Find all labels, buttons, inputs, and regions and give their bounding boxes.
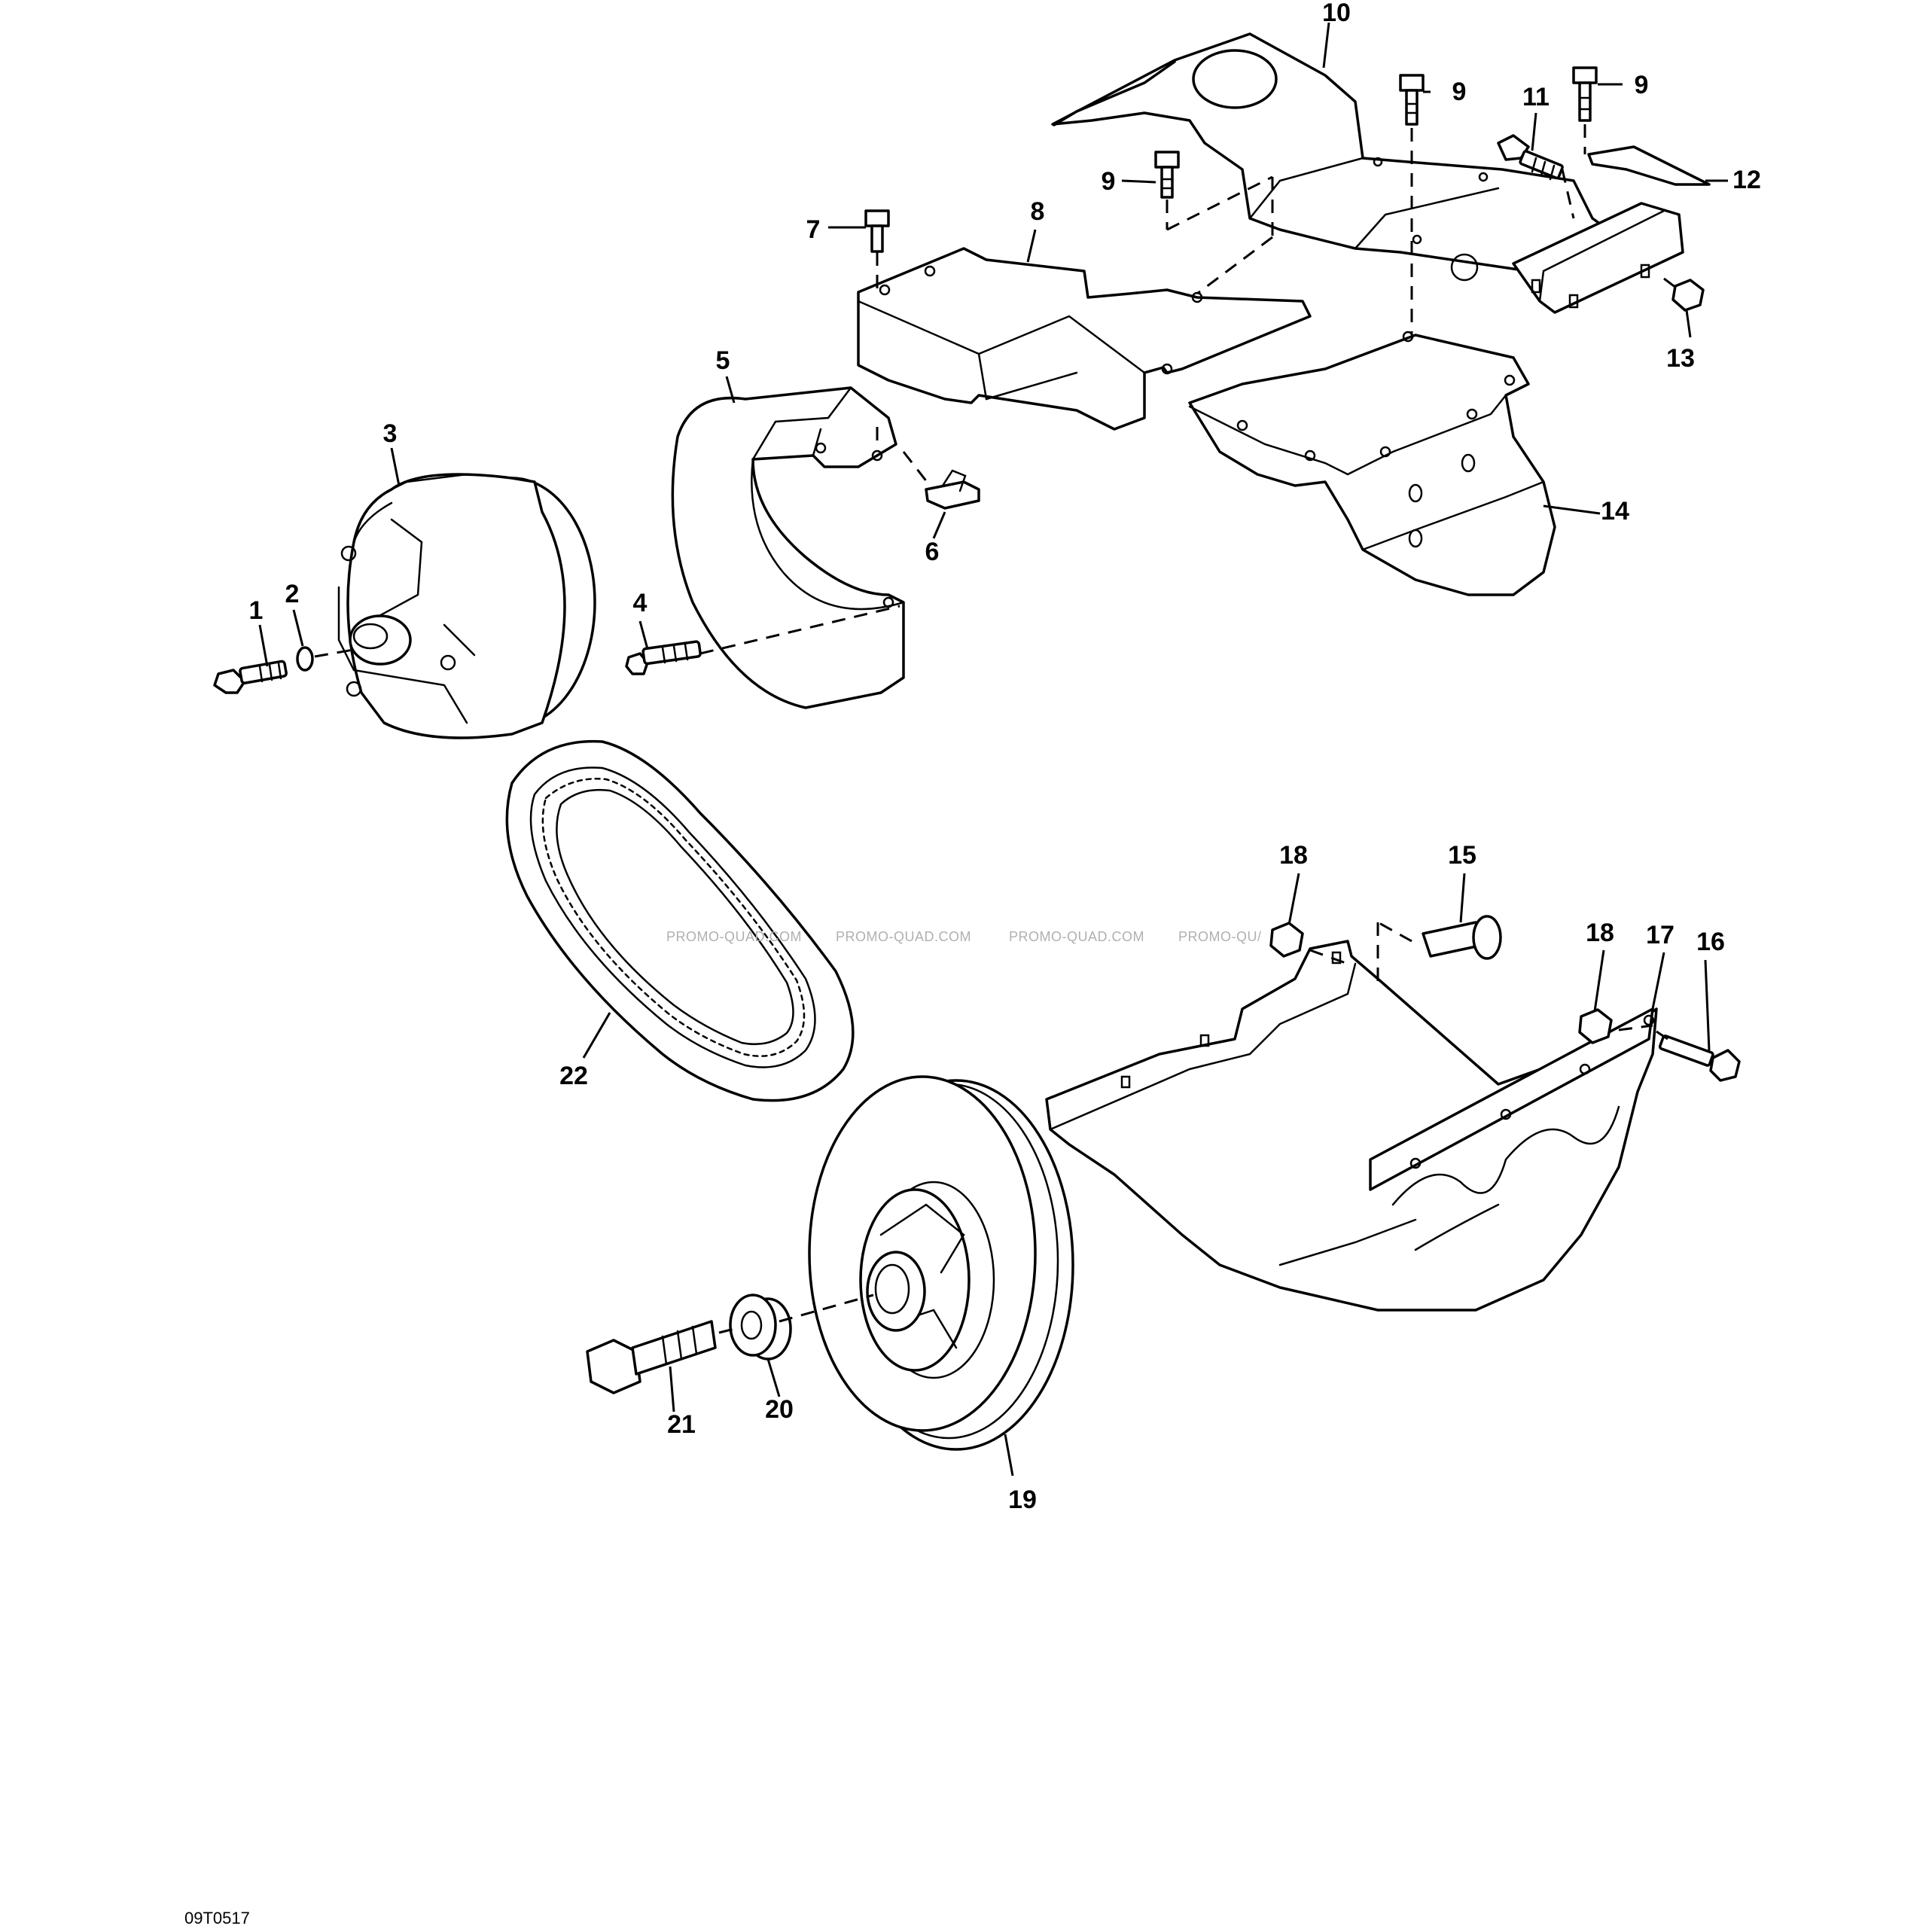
part-12-clip (1587, 145, 1711, 186)
callout-9b: 9 (1452, 78, 1467, 106)
callout-6: 6 (925, 538, 940, 566)
part-14-lower-shield (1188, 331, 1556, 596)
part-9-bolt (1572, 66, 1598, 122)
callout-20: 20 (765, 1395, 794, 1424)
part-18-nut (1578, 1008, 1613, 1044)
callout-9a: 9 (1102, 167, 1116, 196)
part-19-driven-pulley (808, 1075, 1074, 1451)
callout-12: 12 (1732, 166, 1761, 194)
callout-7: 7 (806, 215, 821, 244)
callout-2: 2 (285, 580, 300, 608)
part-9-bolt (1154, 151, 1180, 199)
leader-lines (258, 22, 1728, 1476)
callout-22: 22 (559, 1062, 588, 1090)
callout-18b: 18 (1586, 919, 1614, 947)
part-20-spacer (729, 1294, 792, 1361)
callout-11: 11 (1522, 83, 1550, 111)
part-22-belt (505, 739, 855, 1102)
part-1-bolt (213, 660, 288, 694)
callout-19: 19 (1008, 1486, 1037, 1514)
part-2-washer (296, 646, 314, 672)
part-15-bolt (1422, 915, 1502, 960)
callout-numbers: 1 2 3 4 5 6 7 8 9 9 9 10 11 12 13 14 15 … (249, 0, 1761, 1514)
callout-8: 8 (1031, 197, 1045, 226)
watermark: PROMO-QUAD.COM (836, 929, 971, 944)
watermarks: PROMO-QUAD.COM PROMO-QUAD.COM PROMO-QUAD… (666, 929, 1262, 944)
part-11-bolt (1497, 134, 1564, 181)
callout-13: 13 (1666, 344, 1695, 373)
part-10-top-cover (1051, 32, 1684, 314)
callout-17: 17 (1646, 921, 1675, 949)
part-8-plate (857, 247, 1312, 431)
part-4-bolt (625, 640, 702, 675)
callout-1: 1 (249, 596, 264, 625)
callout-10: 10 (1322, 0, 1351, 27)
part-17-lower-guard (1045, 940, 1658, 1312)
watermark: PROMO-QUAD.COM (666, 929, 802, 944)
callout-3: 3 (383, 419, 398, 448)
part-9-bolt (1399, 74, 1425, 126)
part-5-belt-guard (671, 386, 905, 709)
part-21-bolt (586, 1320, 717, 1394)
part-7-bolt (864, 209, 890, 253)
callout-15: 15 (1448, 841, 1476, 870)
part-18-nut (1269, 922, 1304, 958)
watermark: PROMO-QUAD.COM (1009, 929, 1144, 944)
assembly-lines (314, 124, 1680, 1334)
callout-4: 4 (633, 589, 648, 617)
figure-code: 09T0517 (184, 1909, 250, 1927)
callout-18a: 18 (1279, 841, 1308, 870)
callout-21: 21 (667, 1410, 696, 1439)
callout-9c: 9 (1635, 71, 1649, 99)
callout-14: 14 (1601, 497, 1629, 526)
part-16-bolt (1658, 1035, 1741, 1082)
callout-16: 16 (1696, 928, 1725, 956)
part-6-clip-nut (925, 469, 980, 510)
callout-5: 5 (716, 346, 730, 375)
part-13-nut (1671, 279, 1705, 312)
watermark: PROMO-QU/ (1178, 929, 1262, 944)
part-3-drive-pulley (337, 473, 596, 739)
